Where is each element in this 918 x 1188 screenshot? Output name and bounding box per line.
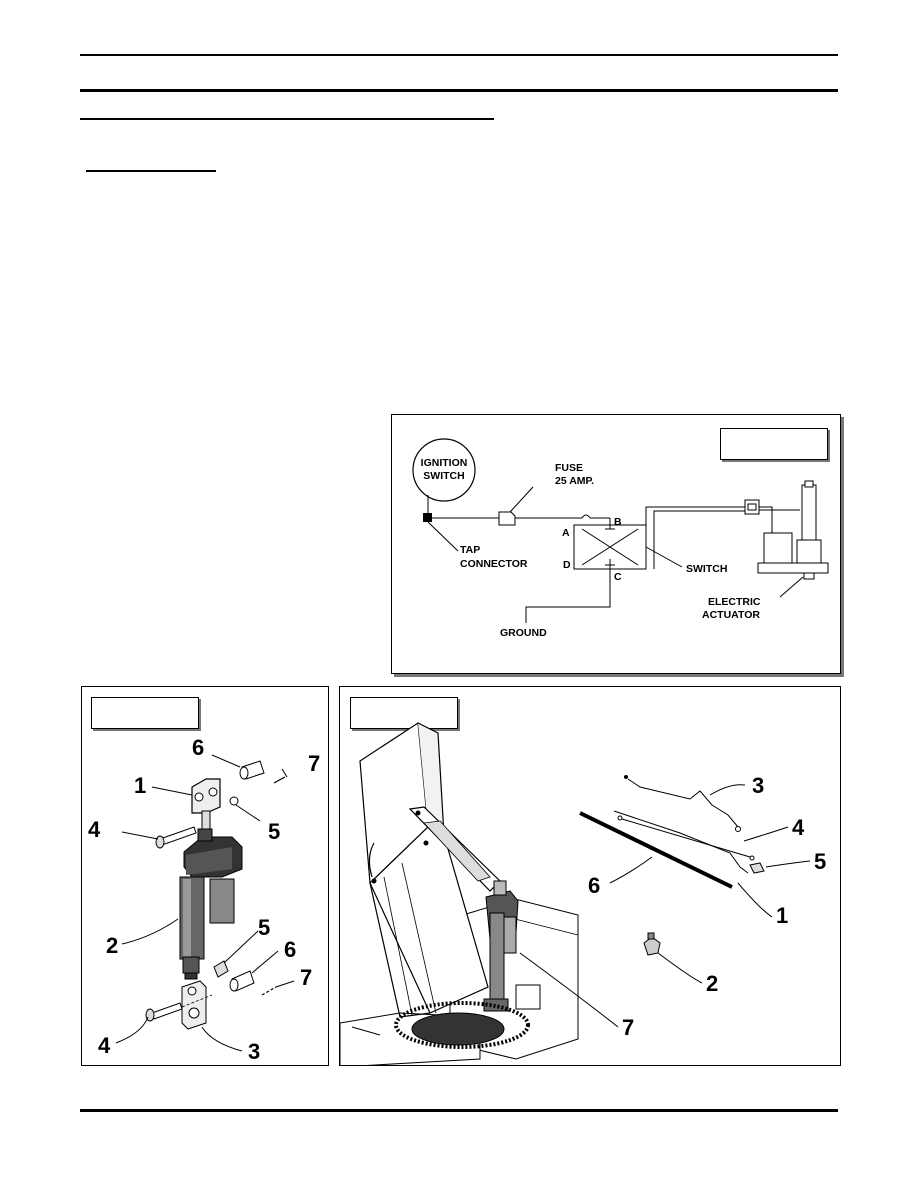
ignition-switch-icon <box>412 438 476 502</box>
fuse-label-1: FUSE <box>555 462 583 474</box>
electric-actuator-icon <box>757 480 829 580</box>
terminal-d: D <box>563 559 571 571</box>
callout-4-top: 4 <box>88 817 101 842</box>
header-rule-bottom <box>80 89 838 92</box>
extension-cable-part <box>617 815 755 861</box>
install-callout-6: 6 <box>588 873 600 898</box>
install-callout-3: 3 <box>752 773 764 798</box>
tap-connector-icon <box>423 513 432 522</box>
callout-6-bottom: 6 <box>284 937 296 962</box>
actuator-exploded-panel: 1 4 6 7 5 2 5 6 7 4 3 <box>81 686 329 1066</box>
actuator-label-2: ACTUATOR <box>702 609 760 621</box>
top-clevis-part <box>191 778 221 834</box>
subheading-underline <box>86 170 216 172</box>
bottom-pin-part <box>229 970 255 992</box>
top-pin-part <box>239 760 265 780</box>
bottom-bolt-part <box>145 1002 183 1022</box>
callout-4-bottom: 4 <box>98 1033 111 1058</box>
install-callout-4: 4 <box>792 815 805 840</box>
bottom-cotter-pin <box>261 986 277 996</box>
callout-5-top: 5 <box>268 819 280 844</box>
callout-2: 2 <box>106 933 118 958</box>
callout-6-top: 6 <box>192 735 204 760</box>
install-callout-1: 1 <box>776 903 788 928</box>
install-callout-2: 2 <box>706 971 718 996</box>
callout-7-bottom: 7 <box>300 965 312 990</box>
ground-label: GROUND <box>500 627 547 639</box>
top-washer-part <box>229 796 239 806</box>
small-connector-part <box>749 862 765 874</box>
wire-harness-part <box>624 775 741 832</box>
chute-install-panel: 3 4 5 6 1 2 7 <box>339 686 841 1066</box>
wiring-diagram-panel: IGNITION SWITCH TAP CONNECTOR FUSE 25 AM… <box>391 414 841 674</box>
callout-3: 3 <box>248 1039 260 1064</box>
fuse-label-2: 25 AMP. <box>555 475 594 487</box>
terminal-c: C <box>614 571 622 583</box>
discharge-chute <box>359 721 489 1018</box>
long-rod-part <box>579 811 733 889</box>
callout-5-bottom: 5 <box>258 915 270 940</box>
footer-rule <box>80 1109 838 1112</box>
deflector-bracket <box>371 806 501 892</box>
control-cable-part <box>613 810 749 874</box>
rocker-switch-part <box>643 932 661 956</box>
install-figure-label-box <box>350 697 458 729</box>
tap-connector-label-2: CONNECTOR <box>460 558 528 570</box>
actuator-exploded-diagram: 1 4 6 7 5 2 5 6 7 4 3 <box>88 735 320 1064</box>
wiring-diagram: IGNITION SWITCH TAP CONNECTOR FUSE 25 AM… <box>412 438 829 639</box>
install-callout-5: 5 <box>814 849 826 874</box>
bottom-washer-part <box>213 960 229 978</box>
top-bolt-part <box>155 826 197 849</box>
switch-label: SWITCH <box>686 563 727 575</box>
wiring-figure-label-box <box>720 428 828 460</box>
ignition-switch-label-1: IGNITION <box>421 457 468 469</box>
ring-gear <box>394 984 541 1049</box>
actuator-body-part <box>179 828 243 980</box>
exploded-figure-label-box <box>91 697 199 729</box>
chute-install-diagram: 3 4 5 6 1 2 7 <box>340 721 826 1065</box>
callout-7-top: 7 <box>308 751 320 776</box>
terminal-b: B <box>614 516 622 528</box>
callout-1: 1 <box>134 773 146 798</box>
ignition-switch-label-2: SWITCH <box>423 470 464 482</box>
install-callout-7: 7 <box>622 1015 634 1040</box>
tap-connector-label-1: TAP <box>460 544 480 556</box>
actuator-label-1: ELECTRIC <box>708 596 761 608</box>
terminal-a: A <box>562 527 570 539</box>
section-heading-underline <box>80 118 494 120</box>
top-cotter-pin <box>273 776 286 784</box>
bottom-bracket-part <box>181 980 207 1030</box>
fuse-icon <box>498 511 516 526</box>
header-rule-top <box>80 54 838 56</box>
